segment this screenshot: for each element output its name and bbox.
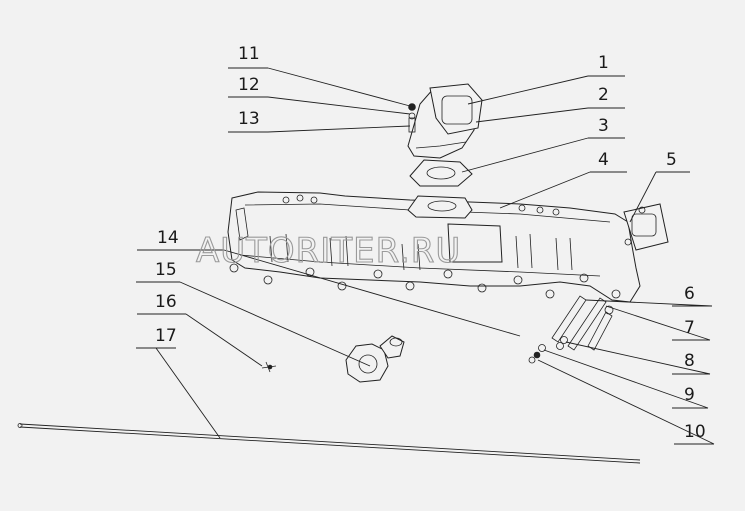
part-1-outlet-elbow (407, 83, 483, 159)
callout-3: 3 (598, 116, 609, 136)
leader-lines (155, 67, 715, 445)
part-3-gasket (409, 159, 473, 187)
callout-underlines (136, 67, 714, 445)
part-15-thermostat-housing (345, 335, 405, 383)
callout-15: 15 (155, 260, 177, 280)
watermark-text: AUTORITER.RU (196, 231, 461, 271)
parts-11-12-13-stud-washer-nut (408, 103, 416, 133)
callout-12: 12 (238, 75, 260, 95)
callout-11: 11 (238, 44, 260, 64)
part-16-small-fitting (261, 361, 277, 373)
callout-17: 17 (155, 326, 177, 346)
callout-10: 10 (684, 422, 706, 442)
callout-5: 5 (666, 150, 677, 170)
parts-6-10-bolts-spacers (528, 295, 614, 364)
part-17-rod (17, 423, 641, 464)
callout-labels: 11 12 13 1 2 3 4 5 14 15 16 17 6 7 8 9 1… (155, 44, 706, 442)
part-4-exhaust-manifold (227, 191, 669, 303)
callout-6: 6 (684, 284, 695, 304)
callout-13: 13 (238, 109, 260, 129)
callout-9: 9 (684, 385, 695, 405)
callout-4: 4 (598, 150, 609, 170)
callout-8: 8 (684, 351, 695, 371)
callout-2: 2 (598, 85, 609, 105)
callout-14: 14 (157, 228, 179, 248)
callout-7: 7 (684, 318, 695, 338)
callout-1: 1 (598, 53, 609, 73)
callout-16: 16 (155, 292, 177, 312)
